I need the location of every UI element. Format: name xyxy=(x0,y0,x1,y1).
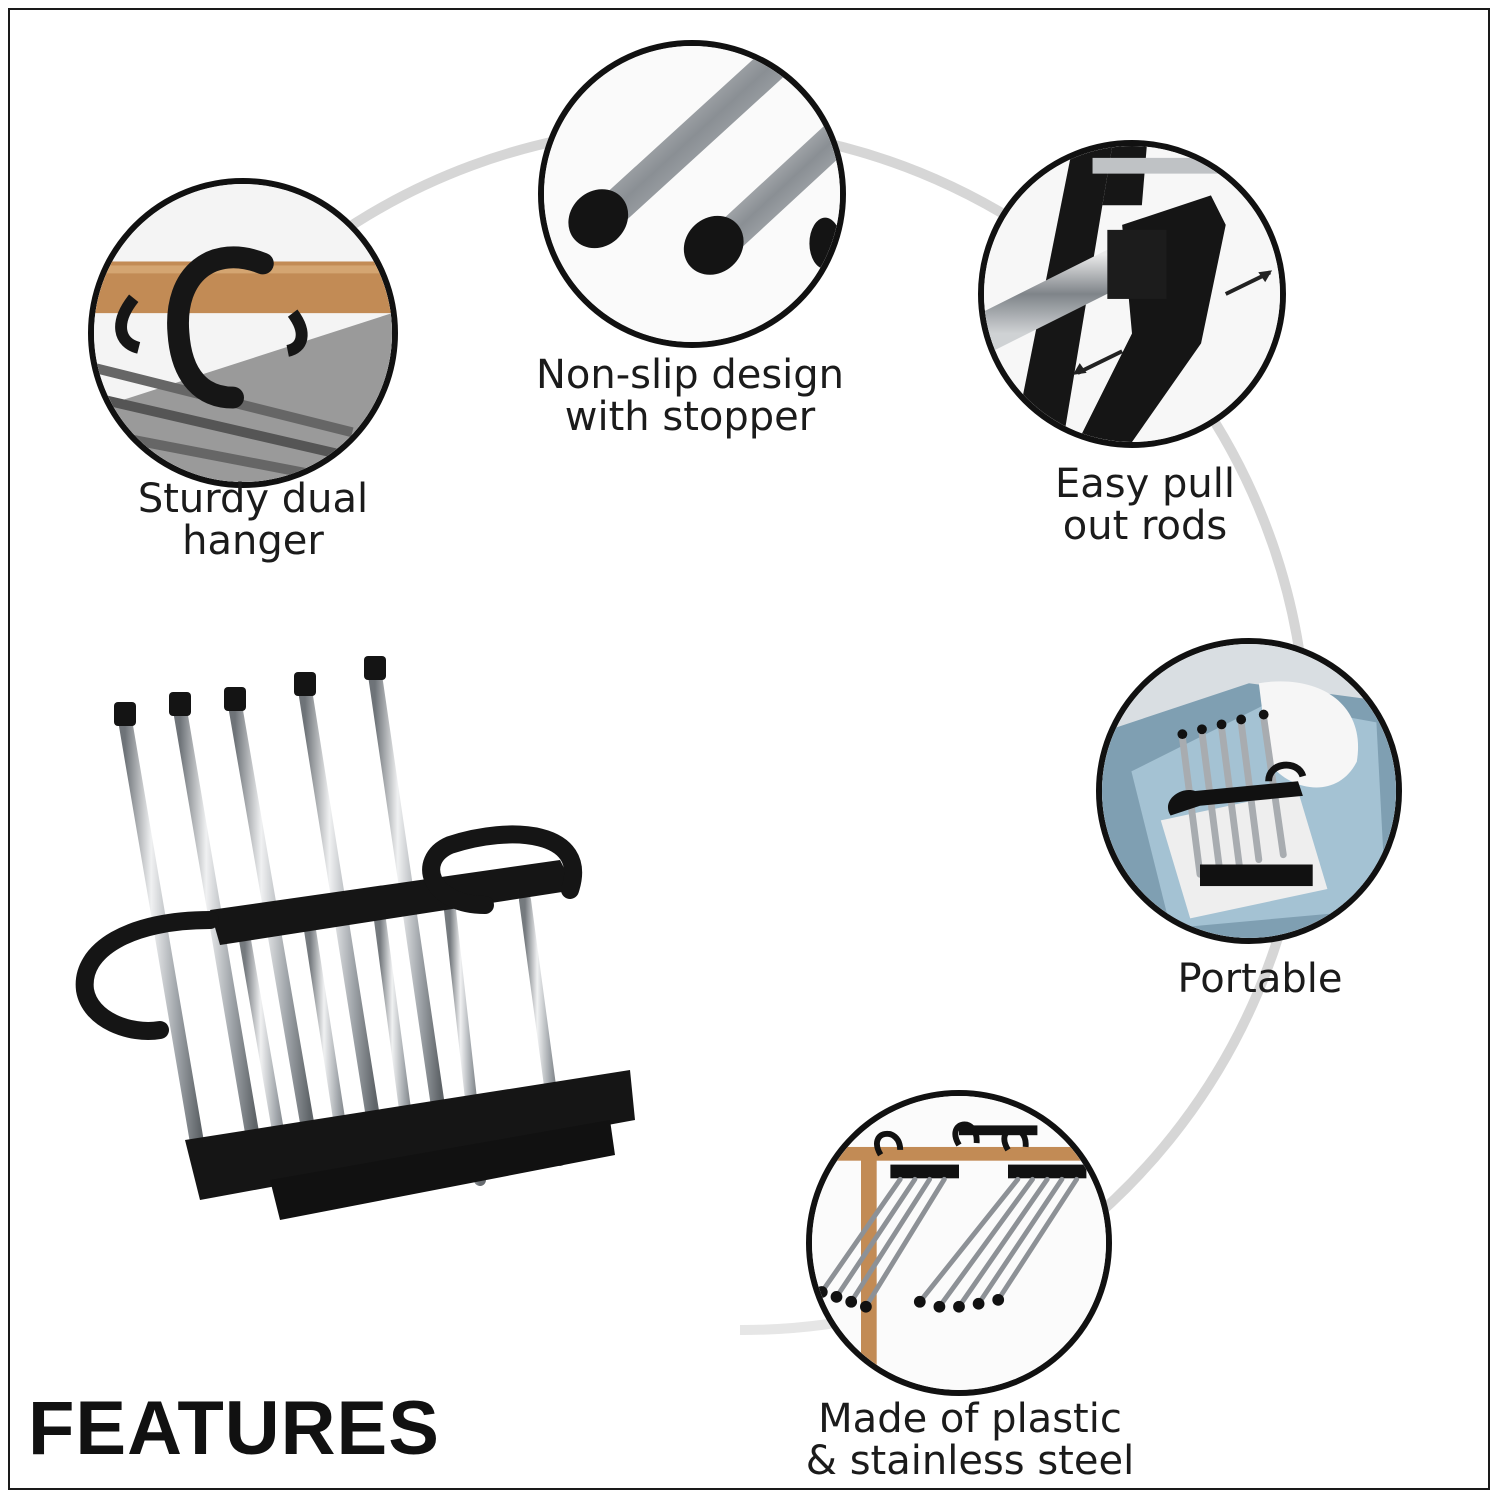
caption-line: & stainless steel xyxy=(805,1438,1135,1484)
caption-line: hanger xyxy=(182,518,324,564)
hook-on-wooden-rod-icon xyxy=(88,178,398,488)
caption-line: Made of plastic xyxy=(818,1396,1122,1442)
caption-line: out rods xyxy=(1062,503,1228,549)
caption-line: Portable xyxy=(1177,956,1343,1002)
feature-caption: Easy pull out rods xyxy=(1000,463,1290,547)
image-frame xyxy=(8,8,1490,1490)
caption-line: Sturdy dual xyxy=(137,476,369,522)
pants-hanger-product-image xyxy=(70,640,650,1260)
hangers-on-rack-icon xyxy=(806,1090,1112,1396)
feature-caption: Portable xyxy=(1110,958,1410,1000)
rod-stopper-caps-icon xyxy=(538,40,846,348)
caption-line: Easy pull xyxy=(1055,461,1235,507)
caption-line: with stopper xyxy=(564,394,816,440)
hanger-in-suitcase-icon xyxy=(1096,638,1402,944)
feature-caption: Made of plastic & stainless steel xyxy=(770,1398,1170,1482)
caption-line: Non-slip design xyxy=(535,352,845,398)
feature-caption: Sturdy dual hanger xyxy=(103,478,403,562)
features-heading: FEATURES xyxy=(28,1386,440,1471)
pull-out-rod-arrows-icon xyxy=(978,140,1286,448)
feature-caption: Non-slip design with stopper xyxy=(515,354,865,438)
